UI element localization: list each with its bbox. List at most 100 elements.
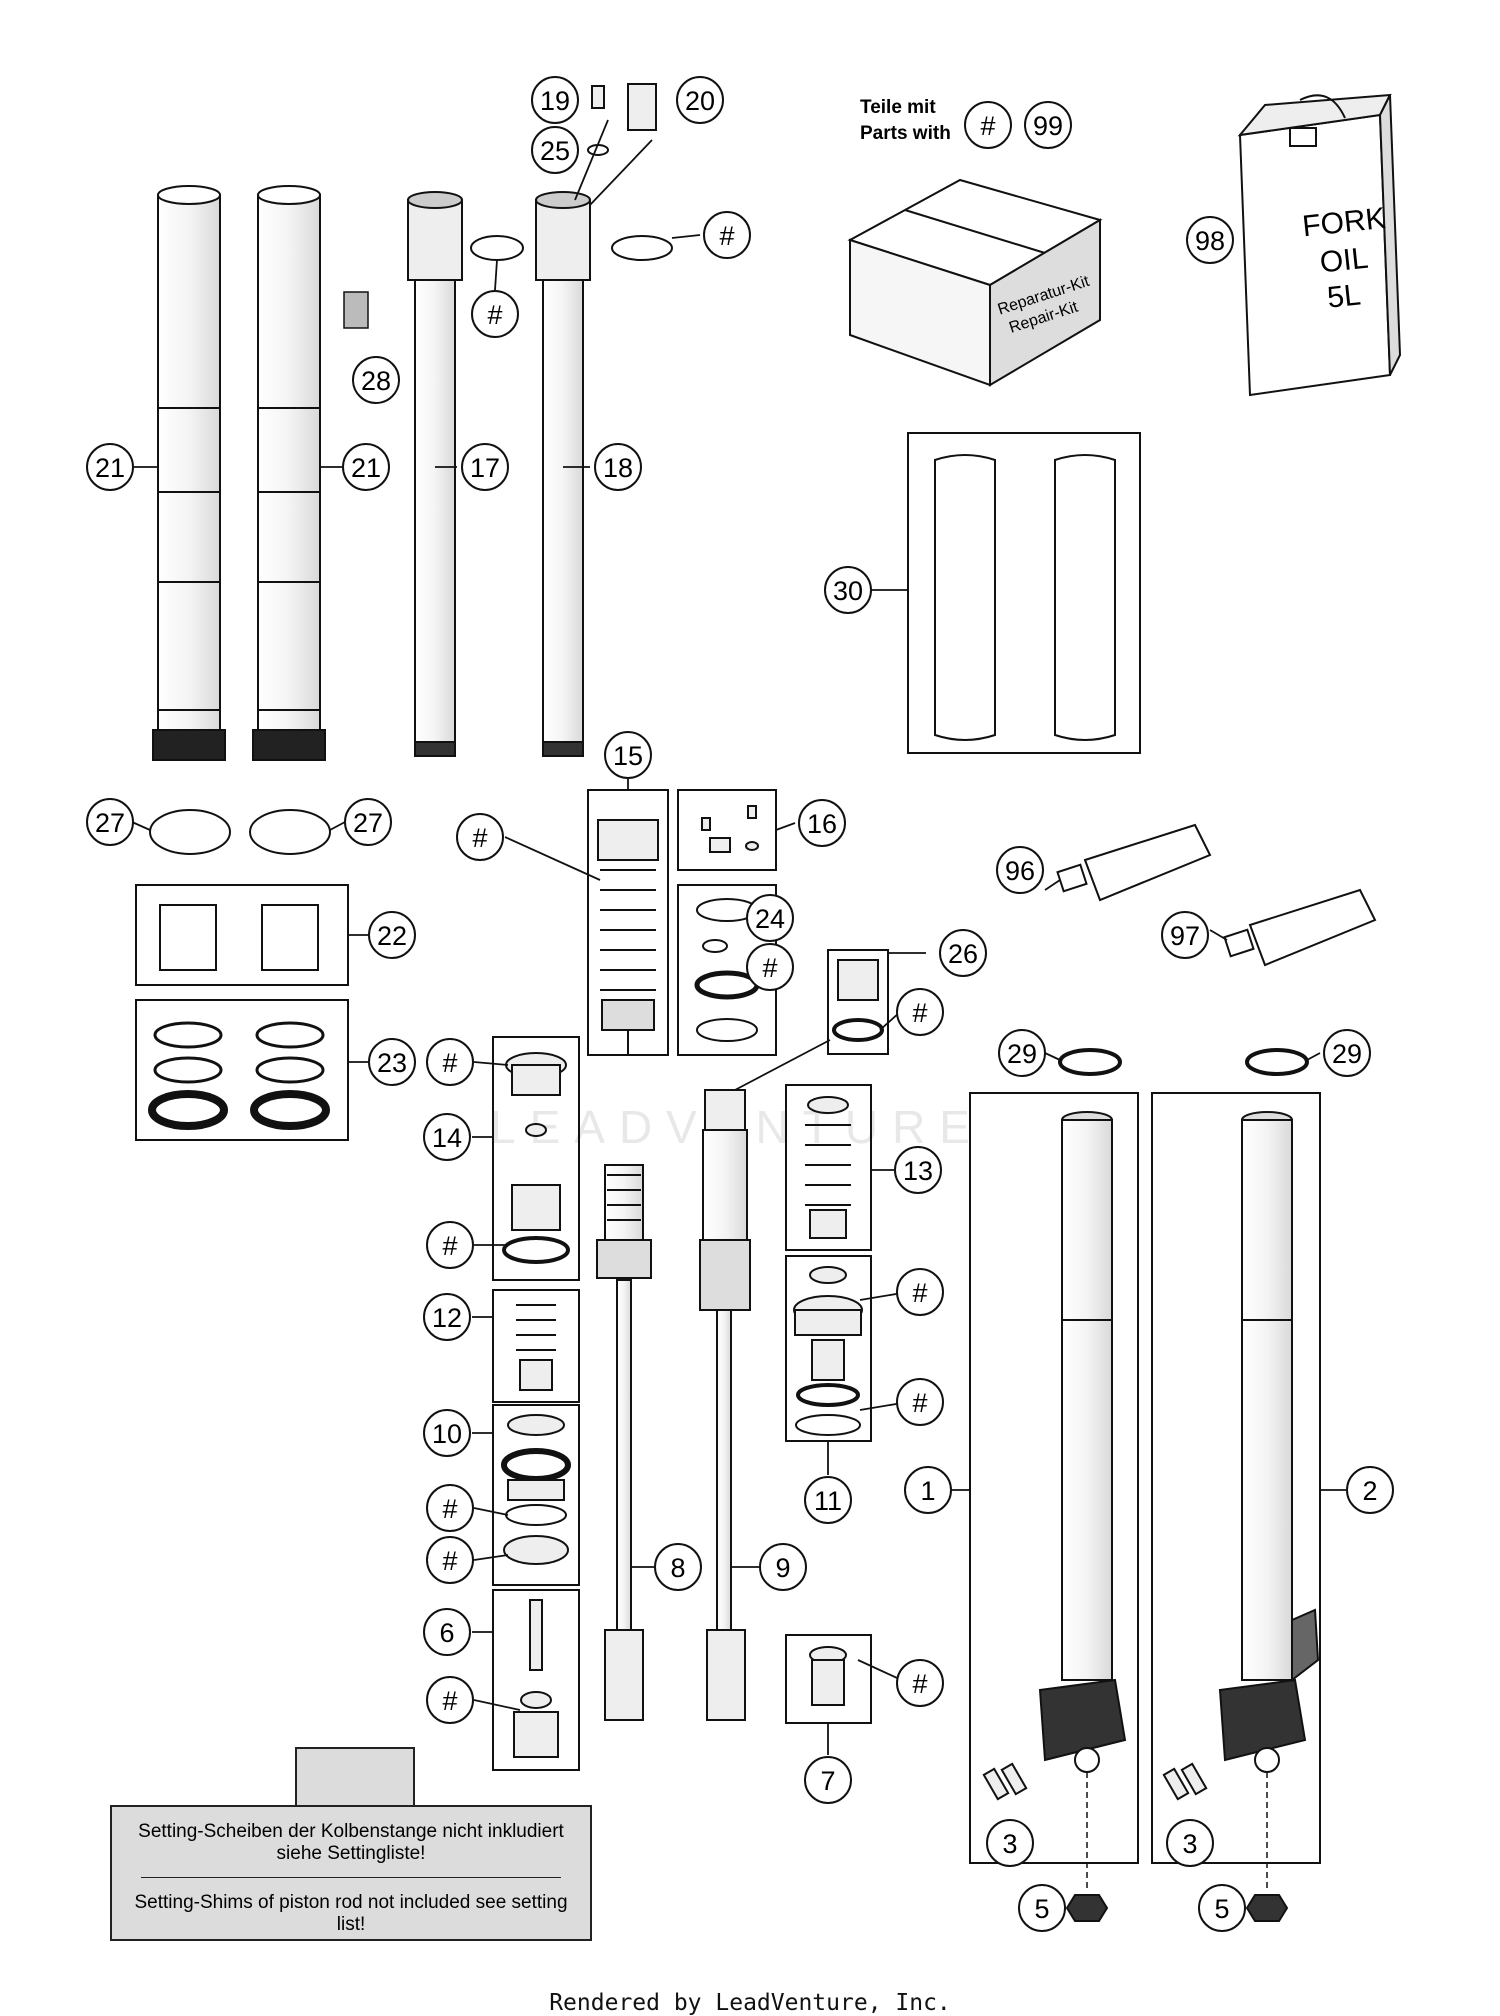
- callout-circle: [676, 76, 724, 124]
- callout-circle: [654, 1543, 702, 1591]
- callout-circle: [1018, 1884, 1066, 1932]
- callout-circle: [344, 798, 392, 846]
- callout-label: 21: [351, 453, 381, 483]
- callout-h8: #: [426, 1221, 474, 1269]
- seals-23: [148, 1021, 330, 1130]
- callout-label: 13: [903, 1156, 933, 1186]
- callout-label: #: [487, 300, 502, 330]
- callout-c7: 7: [804, 1756, 852, 1804]
- callout-label: #: [442, 1494, 457, 1524]
- callout-label: 5: [1214, 1894, 1229, 1924]
- callout-c21b: 21: [342, 443, 390, 491]
- callout-circle: [426, 1221, 474, 1269]
- callout-circle: [939, 929, 987, 977]
- callout-label: 6: [439, 1618, 454, 1648]
- callout-circle: [456, 813, 504, 861]
- callout-c3b: 3: [1166, 1819, 1214, 1867]
- note-divider: [141, 1877, 561, 1878]
- parts-with-en: Parts with: [860, 123, 951, 144]
- callout-c30: 30: [824, 566, 872, 614]
- callout-c26: 26: [939, 929, 987, 977]
- callout-circle: [904, 1466, 952, 1514]
- callout-h7: #: [426, 1038, 474, 1086]
- callout-label: #: [912, 998, 927, 1028]
- callout-label: #: [912, 1669, 927, 1699]
- callout-circle: [86, 443, 134, 491]
- fork-oil-can-98: [1237, 93, 1402, 397]
- callout-circle: [746, 943, 794, 991]
- frame-26: [827, 949, 889, 1055]
- callout-c2: 2: [1346, 1466, 1394, 1514]
- callout-h10: #: [896, 1378, 944, 1426]
- callout-label: 5: [1034, 1894, 1049, 1924]
- callout-circle: [986, 1819, 1034, 1867]
- callout-c22: 22: [368, 911, 416, 959]
- callout-label: 97: [1170, 921, 1200, 951]
- callout-label: 7: [820, 1766, 835, 1796]
- callout-label: #: [719, 221, 734, 251]
- callout-label: 14: [432, 1123, 462, 1153]
- callout-label: #: [442, 1686, 457, 1716]
- parts-16: [701, 805, 759, 853]
- callout-label: #: [442, 1048, 457, 1078]
- callout-circle: [426, 1536, 474, 1584]
- callout-label: 29: [1007, 1039, 1037, 1069]
- cartridge-18: [535, 191, 591, 757]
- callout-label: 2: [1362, 1476, 1377, 1506]
- callout-c27a: 27: [86, 798, 134, 846]
- callout-circle: [1161, 911, 1209, 959]
- callout-label: 11: [814, 1486, 842, 1516]
- frame-23: [135, 999, 349, 1141]
- callout-c23: 23: [368, 1038, 416, 1086]
- fork-oil-label-2: OIL: [1318, 242, 1370, 280]
- bolts-3-right: [1162, 1762, 1208, 1801]
- callout-circle: [998, 1029, 1046, 1077]
- nut-5-right: [1245, 1894, 1289, 1922]
- callout-label: 99: [1033, 111, 1063, 141]
- callout-c12: 12: [423, 1293, 471, 1341]
- callout-label: 21: [95, 453, 125, 483]
- callout-h9: #: [896, 1268, 944, 1316]
- callout-c13: 13: [894, 1146, 942, 1194]
- o-ring-18: [611, 235, 673, 261]
- piston-assembly-10: [501, 1414, 571, 1565]
- callout-c14: 14: [423, 1113, 471, 1161]
- setting-shims-note: Setting-Scheiben der Kolbenstange nicht …: [110, 1805, 592, 1941]
- callout-c6: 6: [423, 1608, 471, 1656]
- stanchion-tube-1: [1038, 1111, 1127, 1773]
- callout-label: 10: [432, 1419, 462, 1449]
- grease-tube-97: [1223, 888, 1377, 967]
- frame-1: [969, 1092, 1139, 1864]
- callout-c5a: 5: [1018, 1884, 1066, 1932]
- callout-c3a: 3: [986, 1819, 1034, 1867]
- screw-19: [591, 85, 605, 109]
- callout-circle: [426, 1484, 474, 1532]
- callout-circle: [824, 566, 872, 614]
- callout-label: 12: [432, 1303, 462, 1333]
- callout-h11: #: [426, 1484, 474, 1532]
- callout-c98: 98: [1186, 216, 1234, 264]
- protector-30-left: [934, 454, 996, 741]
- callout-c17: 17: [461, 443, 509, 491]
- note-german: Setting-Scheiben der Kolbenstange nicht …: [138, 1821, 564, 1864]
- callout-label: 27: [353, 808, 383, 838]
- callout-circle: [426, 1676, 474, 1724]
- callout-label: 9: [775, 1553, 790, 1583]
- callout-label: 96: [1005, 856, 1035, 886]
- callout-label: #: [442, 1231, 457, 1261]
- callout-label: #: [762, 953, 777, 983]
- callout-circle: [896, 1378, 944, 1426]
- fork-oil-label-3: 5L: [1326, 278, 1363, 314]
- callout-c11: 11: [804, 1476, 852, 1524]
- callout-label: 17: [470, 453, 500, 483]
- callout-circle: [423, 1608, 471, 1656]
- callout-label: 8: [670, 1553, 685, 1583]
- callout-c21a: 21: [86, 443, 134, 491]
- callout-circle: [342, 443, 390, 491]
- callout-label: #: [912, 1388, 927, 1418]
- callout-c9: 9: [759, 1543, 807, 1591]
- protector-30-right: [1054, 454, 1116, 741]
- callout-c29b: 29: [1323, 1029, 1371, 1077]
- frame-16: [677, 789, 777, 871]
- note-english: Setting-Shims of piston rod not included…: [134, 1892, 568, 1935]
